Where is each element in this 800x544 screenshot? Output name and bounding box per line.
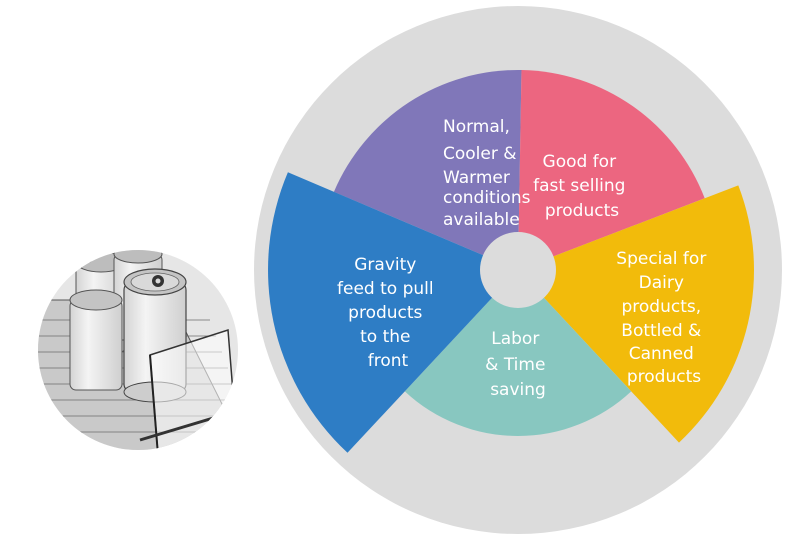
label-dairy: Special for Dairy products, Bottled & Ca… [616, 249, 711, 387]
segment-dairy [518, 185, 755, 443]
wheel-hub [480, 232, 556, 308]
label-fast-selling: Good for fast selling products [533, 152, 631, 221]
label-conditions: Normal, Cooler & Warmer conditions avail… [443, 117, 536, 230]
label-labor: Labor & Time saving [485, 329, 551, 400]
segment-labor [404, 270, 632, 436]
label-gravity: Gravity feed to pull products to the fro… [337, 255, 439, 371]
canned-drinks-gravity-shelf-icon [38, 250, 238, 450]
segment-conditions [333, 69, 522, 270]
segment-fast-selling [518, 70, 705, 270]
benefits-wheel [254, 6, 782, 534]
wheel-segments [268, 69, 755, 453]
segment-labels: Normal, Cooler & Warmer conditions avail… [337, 117, 711, 400]
segment-gravity [268, 172, 518, 453]
